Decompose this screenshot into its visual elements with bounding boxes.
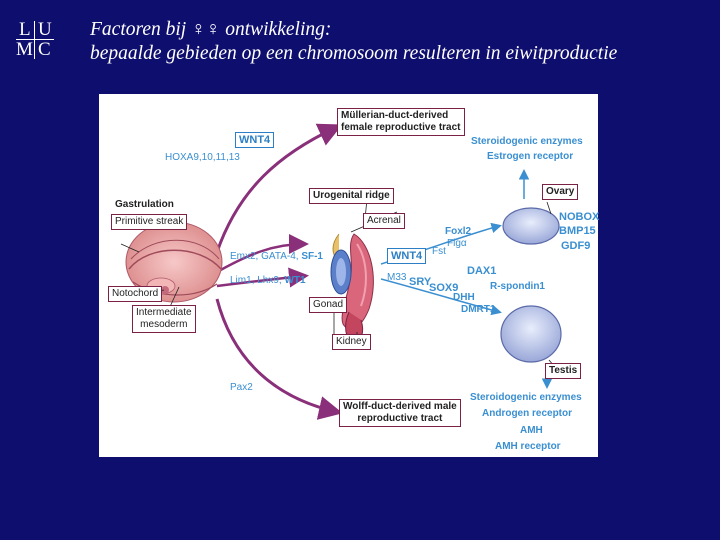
lim1-label: Lim1, Lhx9, WT1 (230, 275, 306, 287)
amh-receptor-label: AMH receptor (495, 441, 561, 452)
slide-title: Factoren bij ♀♀ ontwikkeling: bepaalde g… (90, 18, 710, 66)
acrenal-box: Acrenal (363, 213, 405, 229)
urogenital-organs (330, 198, 398, 344)
gdf9-label: GDF9 (561, 240, 591, 252)
sry-label: SRY (409, 276, 432, 288)
logo-letter-l: L (19, 19, 31, 40)
fst-label: Fst (432, 246, 446, 257)
logo-letter-u: U (38, 19, 52, 40)
logo-letter-c: C (38, 39, 51, 60)
logo-divider-vertical (34, 21, 35, 59)
ovary-box: Ovary (542, 184, 579, 200)
primitive-streak-box: Primitive streak (111, 214, 188, 230)
wolff-line-1: Wolff-duct-derived male (343, 401, 457, 412)
testis-box: Testis (545, 363, 582, 379)
hoxa-label: HOXA9,10,11,13 (165, 152, 240, 163)
emx2-label: Emx2, GATA-4, SF-1 (230, 251, 323, 263)
amh-label: AMH (520, 425, 543, 436)
ovary-shape (502, 207, 560, 245)
steroidogenic-bottom-label: Steroidogenic enzymes (470, 392, 582, 403)
mullerian-duct-box: Müllerian-duct-derived female reproducti… (337, 108, 465, 136)
lim1-text: Lim1, Lhx9, (230, 275, 285, 286)
wnt4-top-box: WNT4 (235, 132, 275, 148)
intermediate-mesoderm-box: Intermediate mesoderm (132, 305, 196, 333)
slide-title-line-1: Factoren bij ♀♀ ontwikkeling: (90, 19, 332, 40)
emx2-text: Emx2, GATA-4, (230, 251, 302, 262)
gonad-box: Gonad (309, 297, 348, 313)
bmp15-label: BMP15 (559, 225, 596, 237)
intermediate-line-1: Intermediate (136, 307, 192, 318)
foxl2-label: Foxl2 (445, 226, 472, 237)
mullerian-line-1: Müllerian-duct-derived (341, 110, 449, 121)
wolff-line-2: reproductive tract (357, 413, 443, 424)
r-spondin-label: R-spondin1 (490, 281, 545, 292)
arrow-to-urogenital (216, 234, 309, 274)
arrow-to-mullerian (215, 123, 343, 253)
logo-divider-horizontal (16, 39, 54, 40)
dhh-label: DHH (453, 292, 475, 303)
arrow-to-gonad-lower (216, 267, 309, 288)
mullerian-line-2: female reproductive tract (341, 122, 461, 133)
urogenital-ridge-box: Urogenital ridge (309, 188, 394, 204)
nobox-label: NOBOX (559, 211, 600, 223)
m33-label: M33 (387, 272, 407, 283)
testis-shape (500, 305, 562, 363)
wnt4-mid-box: WNT4 (387, 248, 427, 264)
sf1-text: SF-1 (301, 251, 323, 262)
dax1-label: DAX1 (467, 265, 497, 277)
logo-letter-m: M (16, 39, 33, 60)
diagram-figure: WNT4 HOXA9,10,11,13 Müllerian-duct-deriv… (99, 94, 600, 457)
notochord-box: Notochord (108, 286, 163, 302)
steroidogenic-top-label: Steroidogenic enzymes (471, 136, 583, 147)
pax2-label: Pax2 (230, 382, 253, 393)
sox9-label: SOX9 (429, 282, 459, 294)
arrow-to-testis (380, 278, 502, 316)
androgen-receptor-label: Androgen receptor (482, 408, 573, 419)
arrow-to-wolff (215, 298, 343, 420)
slide-title-line-2: bepaalde gebieden op een chromosoom resu… (90, 43, 618, 64)
dmrt1-label: DMRT1 (461, 304, 496, 315)
figa-label: Figα (447, 238, 467, 249)
intermediate-line-2: mesoderm (140, 319, 188, 330)
estrogen-receptor-label: Estrogen receptor (487, 151, 574, 162)
lumc-logo: L U M C (16, 20, 54, 60)
kidney-box: Kidney (332, 334, 371, 350)
wt1-text: WT1 (284, 275, 306, 286)
wolff-duct-box: Wolff-duct-derived male reproductive tra… (339, 399, 461, 427)
gastrulation-label: Gastrulation (115, 199, 174, 210)
